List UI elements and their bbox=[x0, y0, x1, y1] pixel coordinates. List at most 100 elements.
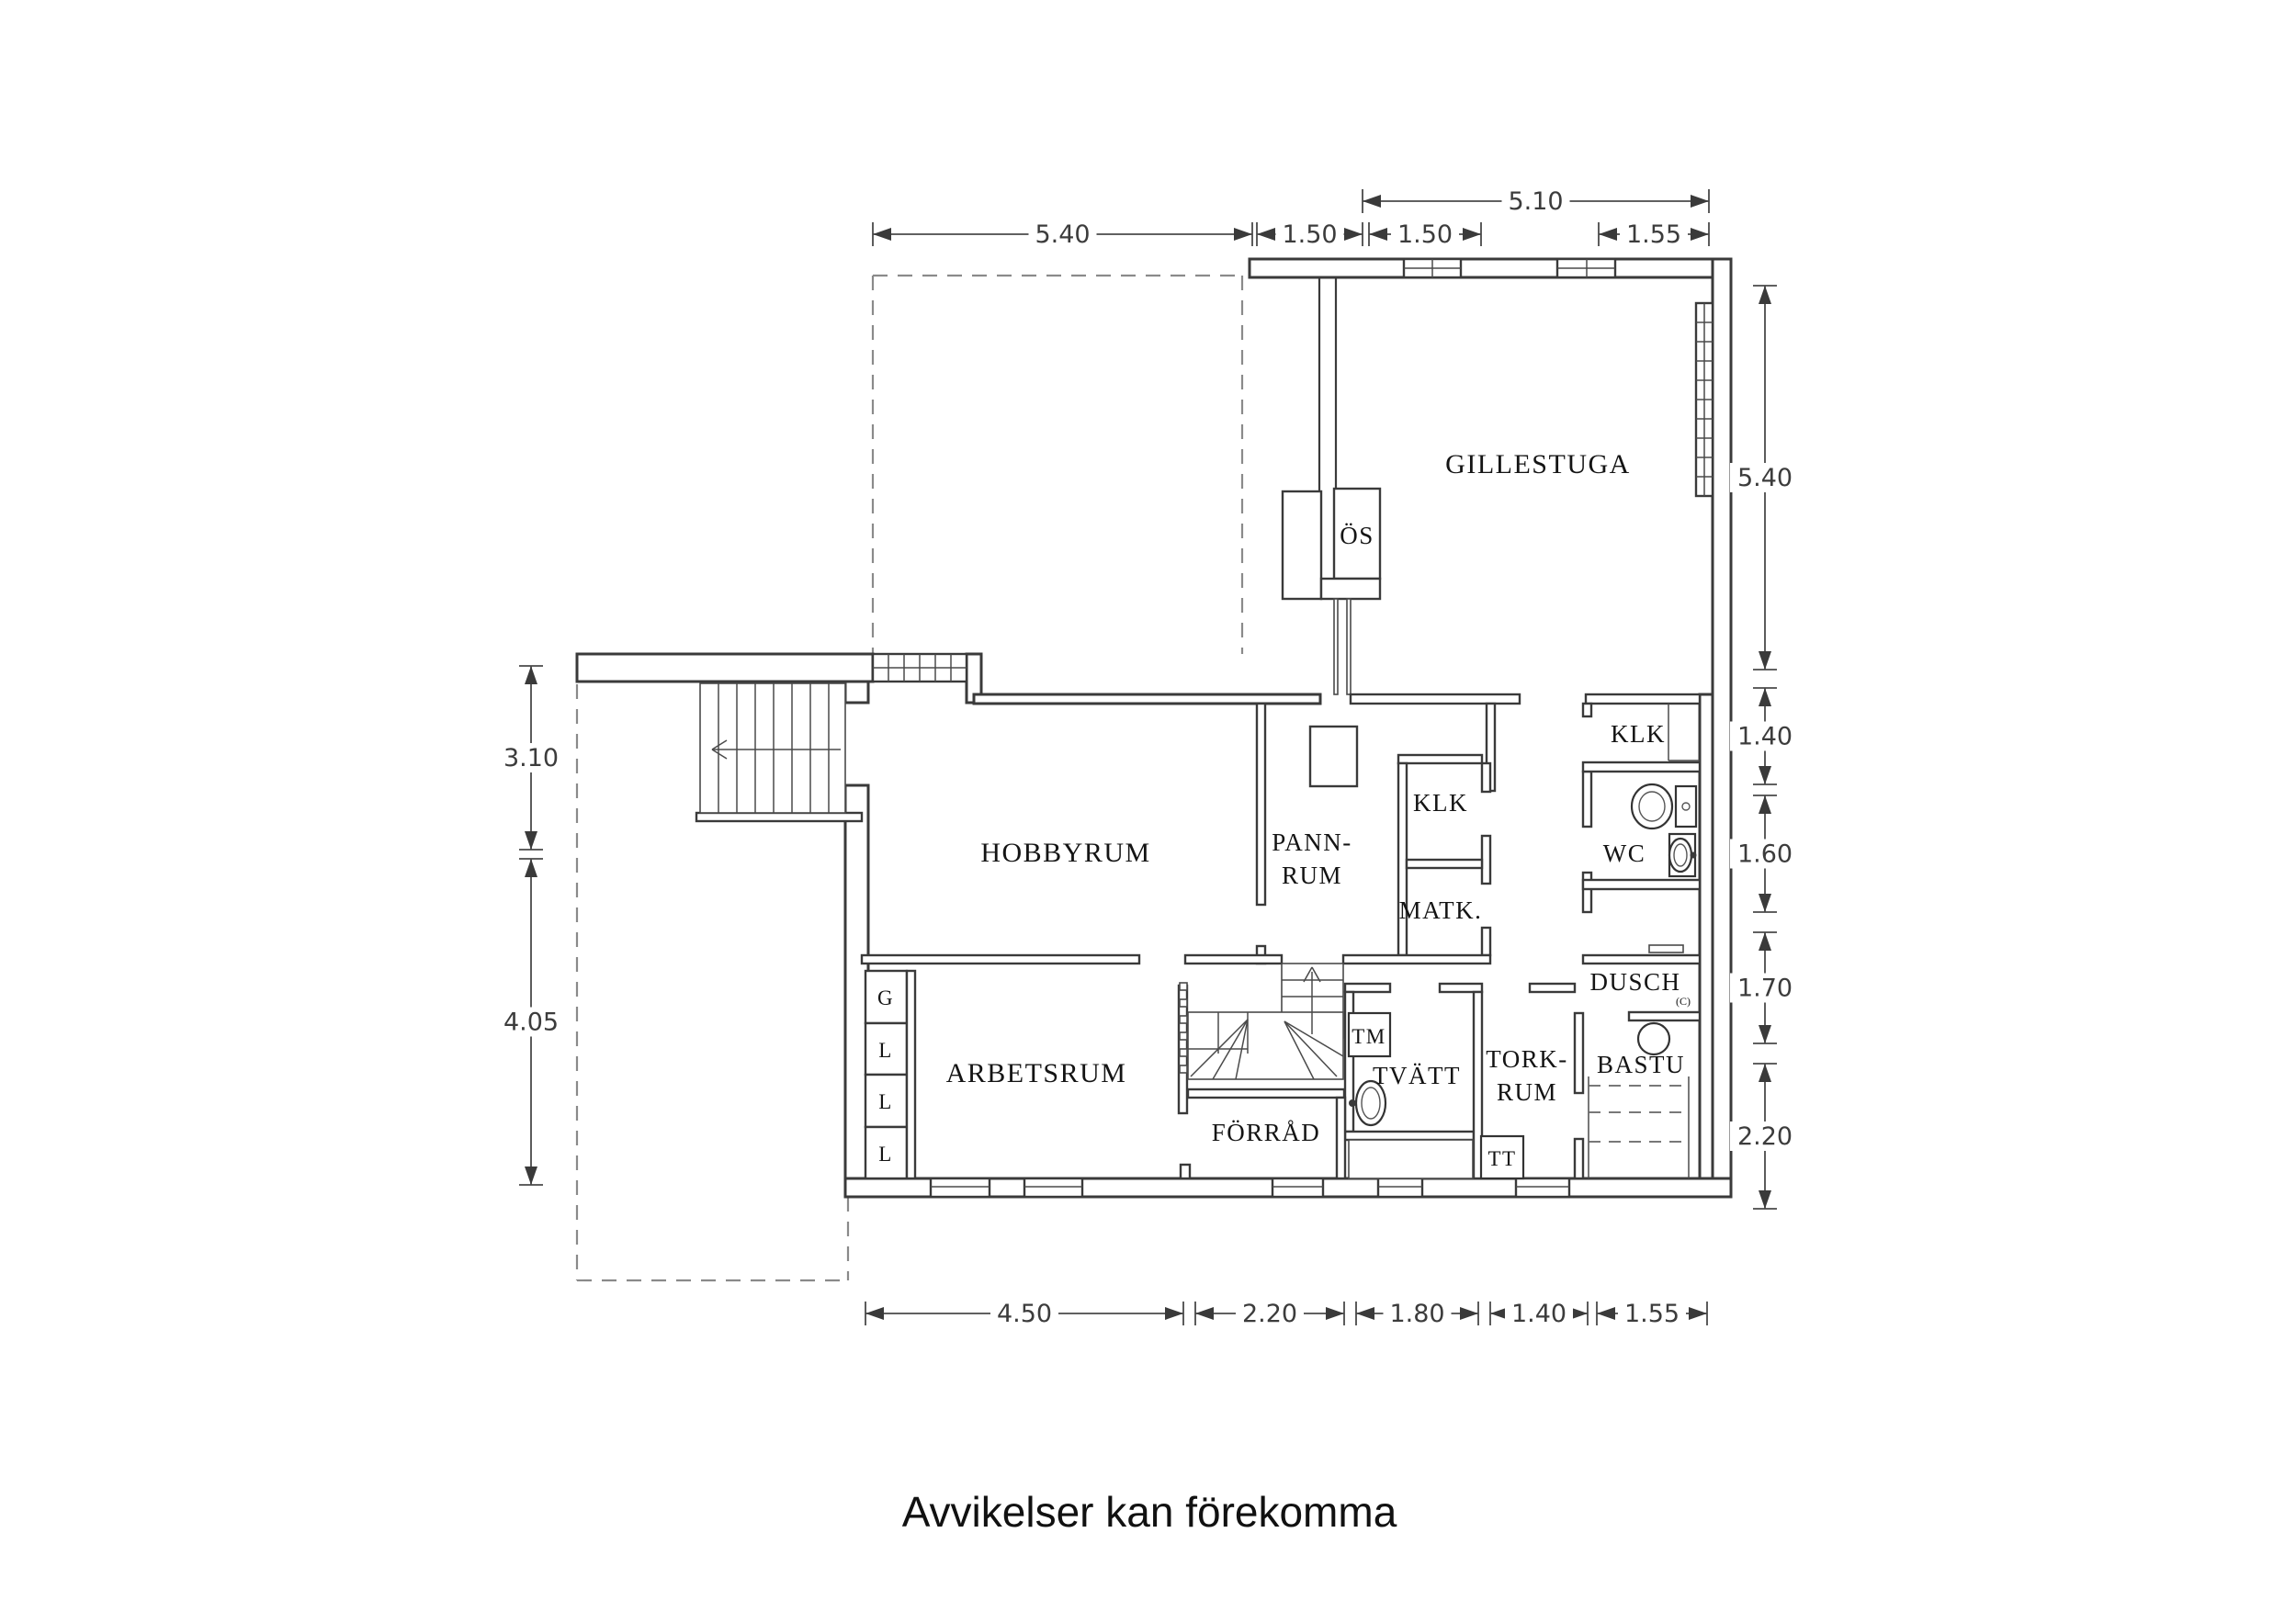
room-label-tm: TM bbox=[1352, 1025, 1386, 1048]
room-label-pannrum-2: RUM bbox=[1282, 862, 1342, 889]
wall-gillestuga-south-b bbox=[1584, 693, 1702, 705]
wall-south-long-b bbox=[1183, 953, 1284, 965]
closet-label-l2: L bbox=[878, 1090, 893, 1113]
wall-right-col-a bbox=[1581, 702, 1593, 718]
dim-bottom-0: 4.50 bbox=[865, 1299, 1184, 1328]
dim-right-2-value: 1.60 bbox=[1737, 840, 1793, 869]
wall-pannrum-west-a bbox=[1255, 702, 1267, 907]
dim-bottom-4: 1.55 bbox=[1596, 1299, 1708, 1328]
dim-bottom-1: 2.20 bbox=[1194, 1299, 1345, 1328]
dim-top-0-value: 5.40 bbox=[1035, 220, 1090, 249]
exterior-walls bbox=[575, 257, 1733, 1199]
interior-stair bbox=[1179, 963, 1344, 1080]
dim-right-3: 1.70 bbox=[1730, 931, 1800, 1044]
wall-east bbox=[1711, 257, 1733, 1199]
dim-right-4-value: 2.20 bbox=[1737, 1122, 1793, 1151]
wall-tvatt-south bbox=[1343, 1130, 1476, 1142]
wall-stub-2 bbox=[1346, 598, 1352, 695]
wall-forrad-north bbox=[1186, 1088, 1346, 1099]
window-south-2 bbox=[1023, 1177, 1084, 1199]
room-label-forrad: FÖRRÅD bbox=[1212, 1119, 1321, 1146]
dim-top-2-value: 1.50 bbox=[1397, 220, 1453, 249]
dim-top-1-value: 1.50 bbox=[1282, 220, 1337, 249]
dim-right-4: 2.20 bbox=[1730, 1063, 1800, 1210]
wall-dusch-south bbox=[1627, 1010, 1702, 1022]
room-label-dusch-mark: (C) bbox=[1676, 995, 1691, 1008]
closet-label-l3: L bbox=[878, 1143, 893, 1166]
disclaimer-text: Avvikelser kan förekomma bbox=[902, 1488, 1397, 1536]
room-label-hobbyrum: HOBBYRUM bbox=[980, 838, 1150, 868]
wall-northwest-arm bbox=[575, 652, 875, 683]
wall-klk-matk-divider bbox=[1405, 858, 1484, 870]
dim-bottom-0-value: 4.50 bbox=[997, 1300, 1052, 1328]
wc-sink bbox=[1668, 832, 1697, 878]
exterior-stair bbox=[699, 682, 846, 814]
dashed-overhang-outlines bbox=[575, 274, 1244, 1282]
dim-top-3: 1.55 bbox=[1598, 220, 1710, 249]
wall-exterior-stair-cheek bbox=[695, 811, 864, 823]
room-label-gillestuga: GILLESTUGA bbox=[1445, 449, 1631, 479]
room-labels: GILLESTUGA ÖS HOBBYRUM PANN- RUM KLK MAT… bbox=[877, 449, 1691, 1170]
chimney-flange bbox=[1319, 577, 1382, 601]
chimney-os-flue bbox=[1332, 487, 1382, 580]
wall-hobbyrum-north bbox=[972, 693, 1322, 705]
room-label-pannrum-1: PANN- bbox=[1272, 828, 1352, 856]
wall-stairhall-jamb-b bbox=[1179, 1163, 1192, 1180]
wall-south-long-a bbox=[860, 953, 1141, 965]
wall-klk-east-1 bbox=[1480, 761, 1492, 794]
dim-top-overall-value: 5.10 bbox=[1508, 187, 1563, 216]
wall-stub-1 bbox=[1333, 598, 1339, 695]
room-label-os: ÖS bbox=[1340, 522, 1374, 549]
room-label-arbetsrum: ARBETSRUM bbox=[946, 1058, 1127, 1088]
dim-right-1-value: 1.40 bbox=[1737, 723, 1793, 751]
closet-label-l1: L bbox=[878, 1039, 893, 1062]
dim-bottom-3: 1.40 bbox=[1489, 1299, 1589, 1328]
closet-label-g: G bbox=[877, 986, 894, 1009]
chimney-block bbox=[1281, 490, 1323, 601]
closet-column bbox=[864, 969, 917, 1180]
room-label-tt: TT bbox=[1487, 1147, 1516, 1170]
boiler bbox=[1308, 725, 1359, 788]
wall-dusch-west bbox=[1573, 1011, 1585, 1095]
washing-machine bbox=[1347, 1011, 1392, 1058]
room-label-torkrum-2: RUM bbox=[1497, 1078, 1557, 1106]
sauna-benches bbox=[1588, 1076, 1690, 1178]
wall-dusch-north bbox=[1581, 953, 1702, 965]
dim-left-0: 3.10 bbox=[496, 665, 566, 851]
dim-right-2: 1.60 bbox=[1730, 795, 1800, 913]
wall-forrad-east bbox=[1335, 1096, 1347, 1180]
wall-bastu-west bbox=[1573, 1137, 1585, 1180]
sauna-heater bbox=[1636, 1021, 1671, 1056]
window-north-1 bbox=[1402, 257, 1463, 279]
dim-left-1: 4.05 bbox=[496, 858, 566, 1186]
window-south-4 bbox=[1376, 1177, 1424, 1199]
room-label-dusch: DUSCH bbox=[1589, 968, 1680, 996]
dim-bottom-2-value: 1.80 bbox=[1389, 1300, 1444, 1328]
room-label-klk-right: KLK bbox=[1611, 720, 1666, 748]
dim-right-3-value: 1.70 bbox=[1737, 975, 1793, 1003]
wall-north bbox=[1248, 257, 1733, 279]
wall-tork-north-b bbox=[1528, 982, 1577, 994]
window-south-3 bbox=[1271, 1177, 1325, 1199]
tvatt-sink bbox=[1349, 1079, 1387, 1127]
wall-tvatt-north bbox=[1343, 982, 1392, 994]
wall-right-col-c bbox=[1581, 871, 1593, 914]
dim-left-0-value: 3.10 bbox=[503, 744, 559, 772]
dim-left-1-value: 4.05 bbox=[503, 1009, 559, 1037]
dim-right-0: 5.40 bbox=[1730, 285, 1800, 671]
windows bbox=[871, 257, 1714, 1199]
dim-right-0-value: 5.40 bbox=[1737, 464, 1793, 492]
wall-wc-south bbox=[1581, 878, 1702, 891]
dim-top-2: 1.50 bbox=[1368, 220, 1482, 249]
wall-tvatt-tork bbox=[1472, 990, 1484, 1180]
dim-bottom-3-value: 1.40 bbox=[1511, 1300, 1566, 1328]
wall-klk-east-2 bbox=[1480, 834, 1492, 885]
tvatt-bench bbox=[1348, 1139, 1474, 1179]
window-south-1 bbox=[929, 1177, 991, 1199]
fixtures bbox=[1347, 783, 1698, 1180]
room-label-wc: WC bbox=[1603, 840, 1646, 867]
window-south-5 bbox=[1514, 1177, 1571, 1199]
toilet bbox=[1630, 783, 1698, 830]
dim-bottom-4-value: 1.55 bbox=[1624, 1300, 1680, 1328]
